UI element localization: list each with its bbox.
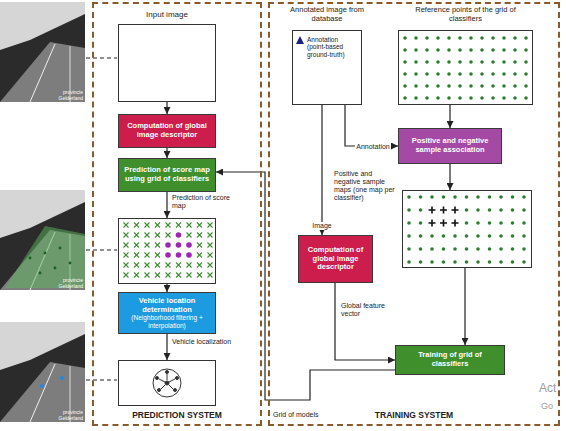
reference-grid — [403, 36, 528, 100]
flow-arrow — [335, 283, 395, 360]
image-box: Input image — [118, 24, 216, 102]
flow-arrow — [321, 105, 322, 235]
watermark-text: provincie Gelderland — [48, 410, 84, 422]
region-title: PREDICTION SYSTEM — [94, 411, 260, 421]
box-label: Computation of global image descriptor — [303, 246, 368, 272]
box-label: (Neighborhood filtering + interpolation) — [123, 314, 211, 329]
flow-arrow — [166, 192, 167, 218]
process-box: Training of grid of classifiers — [395, 345, 505, 375]
edge-label: Global feature vector — [340, 302, 396, 318]
leader-lines — [86, 58, 117, 380]
watermark-text: Go — [540, 401, 554, 411]
box-heading: Positive and negative sample maps (one m… — [334, 170, 398, 202]
box-heading: Annotated image from database — [282, 6, 372, 23]
edge-label: Annotation — [355, 143, 390, 151]
output-box: Vehicle localization — [118, 360, 216, 406]
process-box: Prediction of score map using grid of cl… — [118, 158, 216, 192]
camera-photo-result — [0, 322, 85, 422]
region-title: TRAINING SYSTEM — [270, 411, 558, 421]
camera-photo — [0, 2, 85, 102]
sample-map-box: Positive and negative sample maps (one m… — [402, 190, 532, 268]
process-box: Computation of global image descriptor — [118, 114, 216, 148]
sample-map — [407, 195, 526, 264]
watermark-text: provincie Gelderland — [48, 278, 84, 290]
localization-icon — [153, 369, 181, 397]
box-heading: Input image — [118, 10, 216, 19]
process-box: Computation of global image descriptor — [298, 235, 373, 283]
score-map — [124, 223, 213, 278]
flow-arrow — [166, 284, 167, 292]
system-region: Input imageComputation of global image d… — [92, 2, 262, 426]
edge-label: Image — [311, 222, 332, 230]
score-map-box: Prediction of score map — [118, 218, 216, 284]
flow-arrow — [464, 268, 465, 345]
box-heading: Reference points of the grid of classifi… — [398, 6, 533, 23]
flow-arrow — [166, 148, 167, 158]
box-label: Positive and negative sample association — [403, 137, 497, 154]
image-box: Annotated image from databaseAnnotation … — [292, 30, 362, 105]
process-box: Vehicle location determination(Neighborh… — [118, 292, 216, 334]
flow-arrow — [216, 172, 395, 400]
box-label: Vehicle location determination — [123, 297, 211, 314]
edge-label: Grid of models — [272, 411, 320, 419]
watermark-text: provincie Gelderland — [48, 90, 84, 102]
watermark-text: Act — [538, 382, 557, 396]
box-label: Computation of global image descriptor — [123, 122, 211, 139]
camera-photo-overlay — [0, 190, 85, 290]
flow-arrow — [345, 105, 398, 146]
annotation-text: Annotation (point-based ground-truth) — [307, 36, 357, 58]
box-heading: Vehicle localization — [172, 338, 234, 346]
flow-arrow — [449, 164, 450, 190]
flow-arrow — [449, 105, 450, 128]
box-label: Training of grid of classifiers — [400, 351, 500, 368]
flow-arrow — [166, 102, 167, 114]
box-heading: Prediction of score map — [172, 194, 234, 210]
system-region: Annotated image from databaseAnnotation … — [268, 2, 560, 426]
grid-box: Reference points of the grid of classifi… — [398, 30, 533, 105]
flow-arrow — [166, 334, 167, 360]
annotation-triangle — [296, 36, 304, 44]
process-box: Positive and negative sample association — [398, 128, 502, 164]
box-label: Prediction of score map using grid of cl… — [123, 166, 211, 183]
